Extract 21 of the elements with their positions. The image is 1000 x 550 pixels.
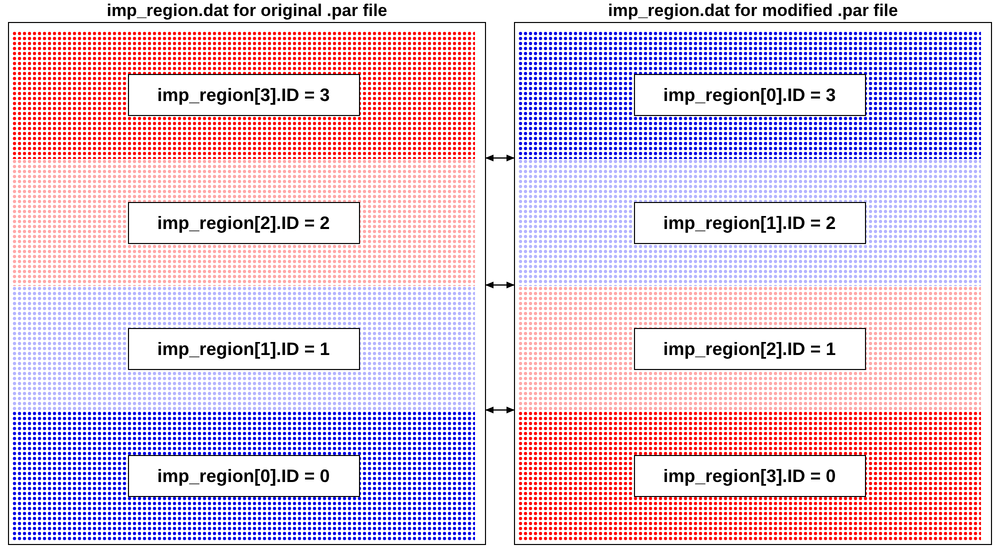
double-arrow (485, 154, 515, 162)
region-label: imp_region[2].ID = 2 (128, 202, 360, 244)
dotted-band (12, 31, 475, 159)
region-label: imp_region[1].ID = 2 (634, 202, 866, 244)
dotted-band (518, 286, 981, 411)
dotted-band (518, 31, 981, 159)
region-label: imp_region[0].ID = 3 (634, 74, 866, 116)
dotted-band (12, 411, 475, 541)
region-label: imp_region[0].ID = 0 (128, 455, 360, 497)
dotted-band (518, 159, 981, 286)
region-label: imp_region[3].ID = 3 (128, 74, 360, 116)
double-arrow (485, 282, 515, 288)
panel-heading: imp_region.dat for modified .par file (607, 1, 899, 21)
dotted-band (12, 159, 475, 286)
dotted-band (518, 411, 981, 541)
double-arrow (485, 406, 515, 414)
dotted-band (12, 286, 475, 411)
region-label: imp_region[3].ID = 0 (634, 455, 866, 497)
panel-heading: imp_region.dat for original .par file (106, 1, 388, 21)
region-label: imp_region[2].ID = 1 (634, 328, 866, 370)
region-label: imp_region[1].ID = 1 (128, 328, 360, 370)
